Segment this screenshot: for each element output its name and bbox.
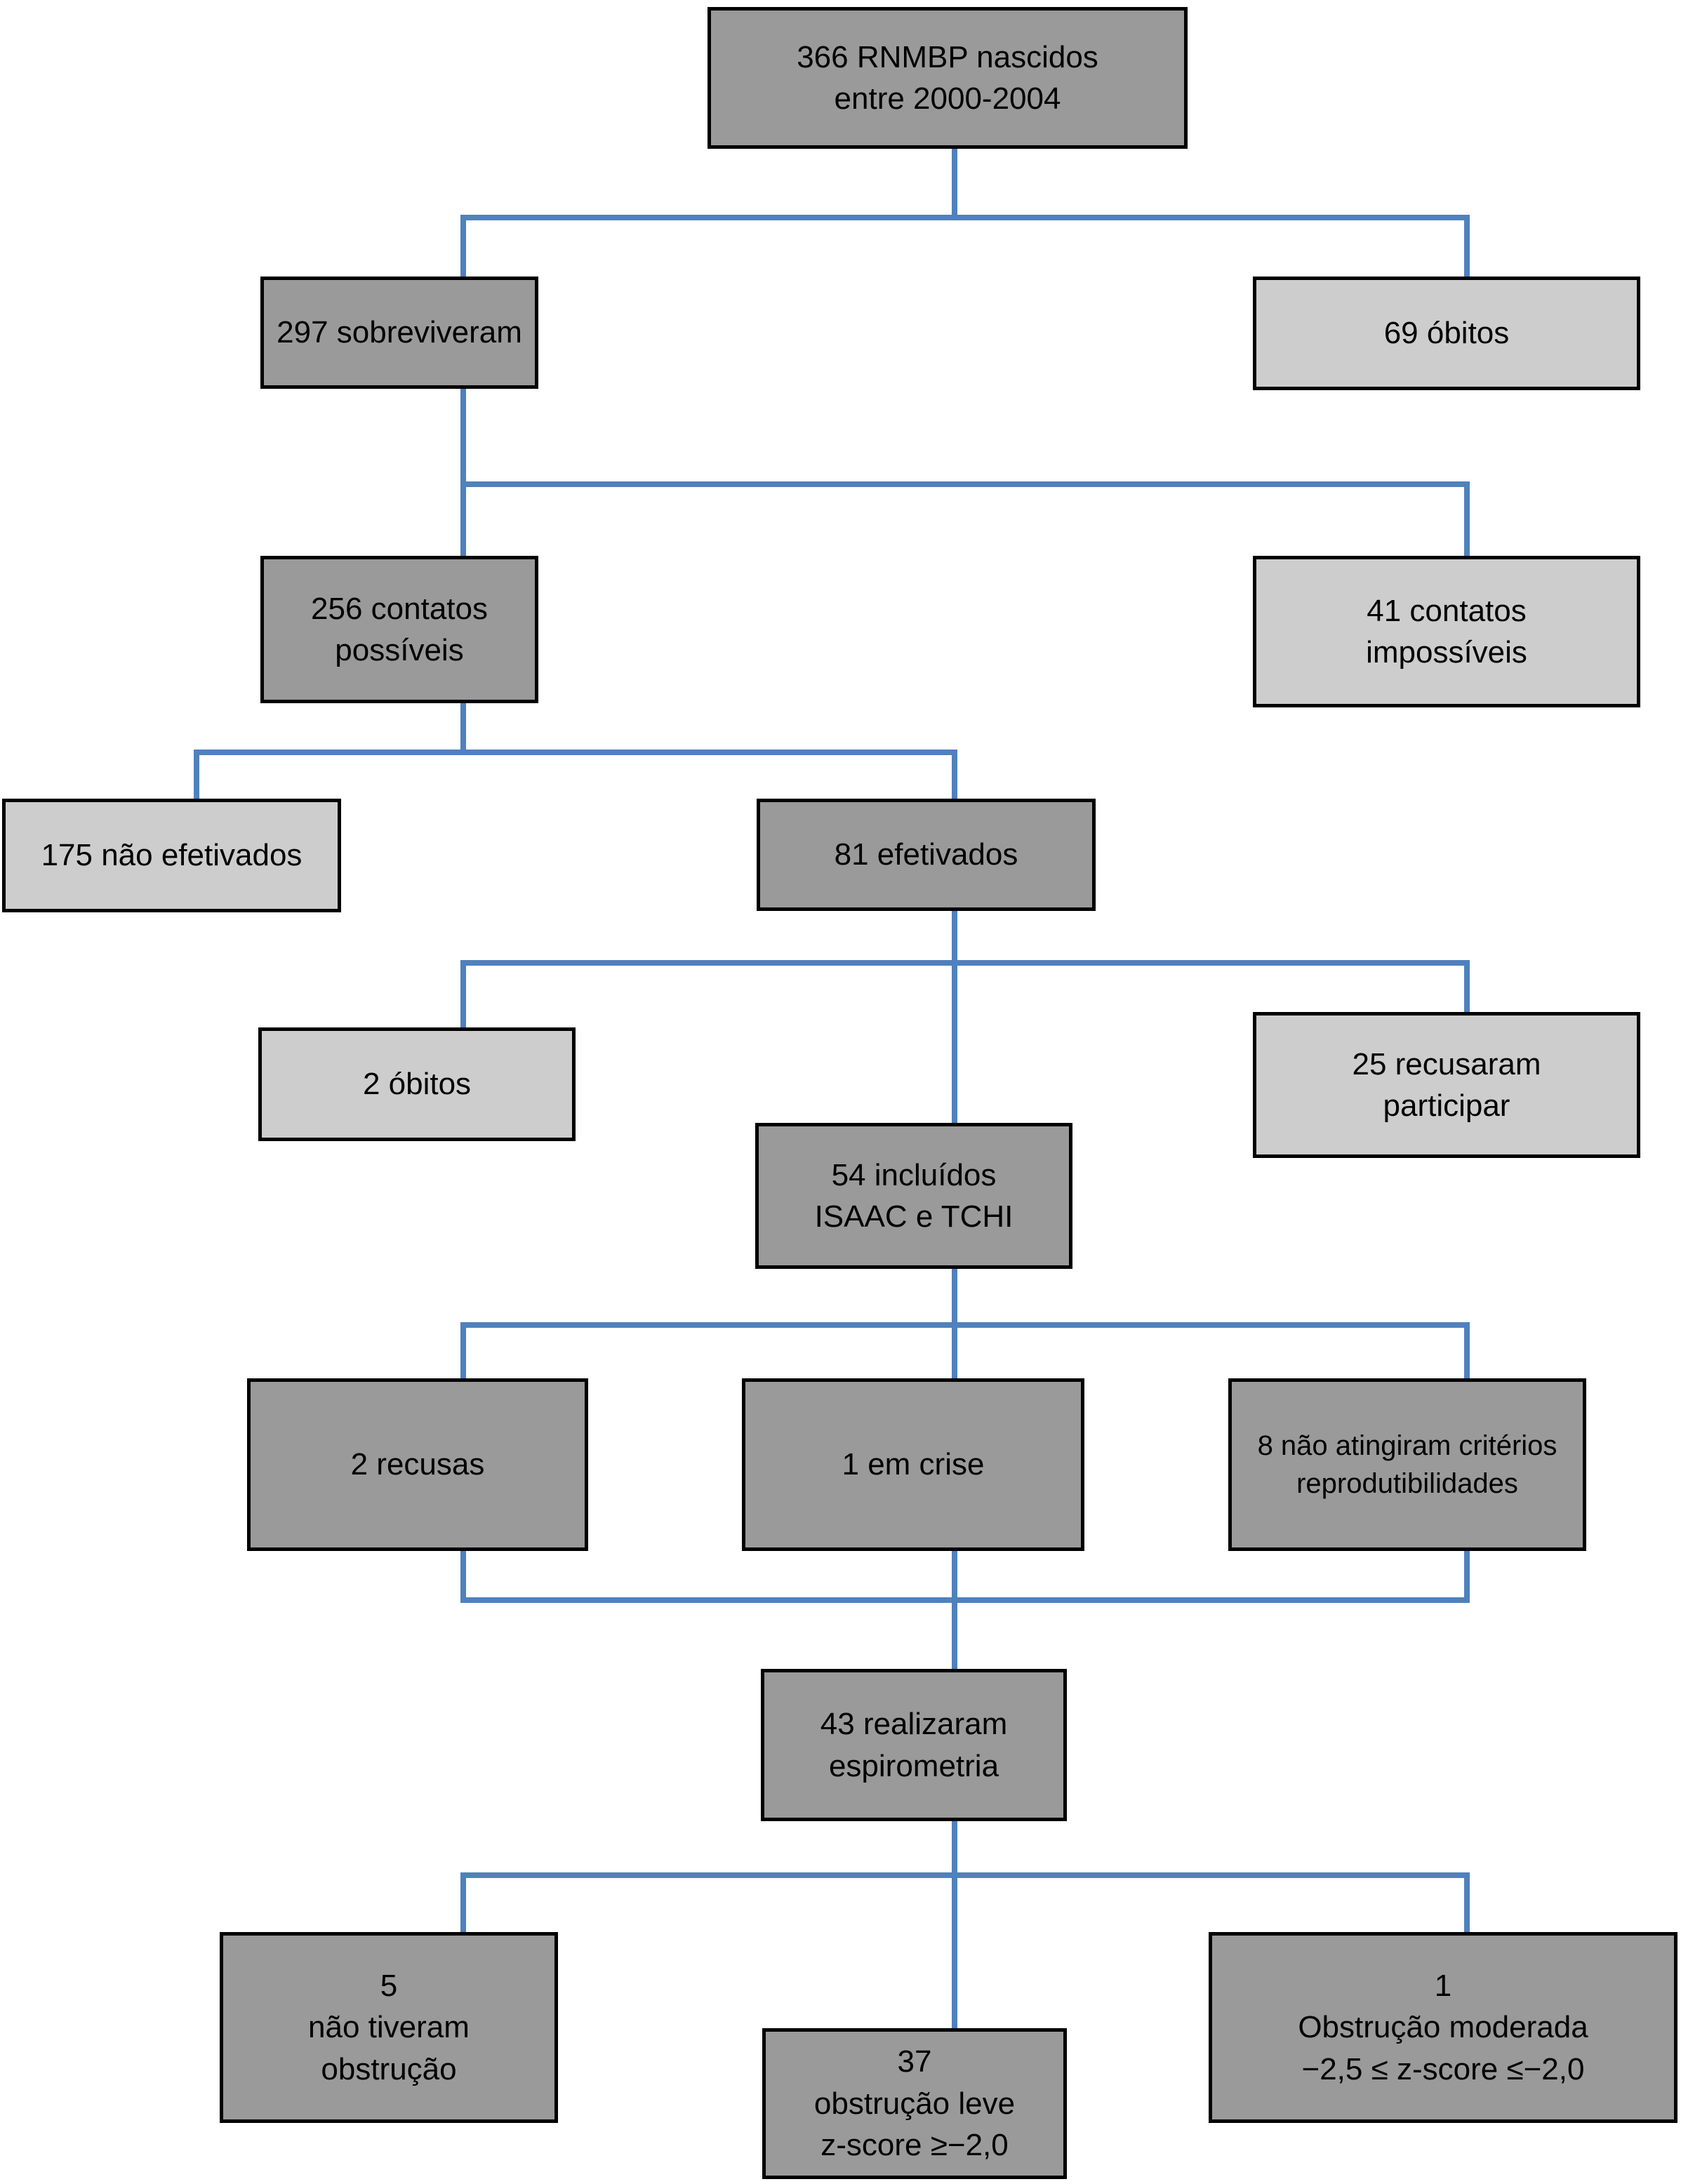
node-sobreviveram: 297 sobreviveram [260,277,538,389]
node-label: 41 contatos impossíveis [1366,593,1527,670]
node-label: 2 óbitos [362,1067,472,1102]
node-nao-atingiram: 8 não atingiram critérios reprodutibilid… [1228,1378,1586,1551]
node-contatos-impossiveis: 41 contatos impossíveis [1253,556,1640,707]
node-incluidos-isaac-tchi: 54 incluídos ISAAC e TCHI [755,1123,1072,1269]
node-label: 2 recusas [350,1447,485,1482]
node-label: 1 em crise [842,1447,985,1482]
node-label: 81 efetivados [834,837,1018,872]
node-label: 297 sobreviveram [277,315,522,350]
node-obstrucao-moderada: 1 Obstrução moderada −2,5 ≤ z-score ≤−2,… [1209,1932,1677,2123]
node-label: 5 não tiveram obstrução [308,1968,470,2086]
node-label: 8 não atingiram critérios reprodutibilid… [1257,1430,1557,1499]
node-label: 37 obstrução leve z-score ≥−2,0 [813,2044,1016,2163]
node-label: 175 não efetivados [41,838,303,873]
node-label: 366 RNMBP nascidos entre 2000-2004 [797,39,1098,116]
node-rnmbp-total: 366 RNMBP nascidos entre 2000-2004 [707,7,1188,149]
node-obitos-2: 2 óbitos [258,1027,576,1141]
node-label: 1 Obstrução moderada −2,5 ≤ z-score ≤−2,… [1298,1968,1588,2086]
node-label: 256 contatos possíveis [311,591,488,667]
node-recusas: 2 recusas [247,1378,588,1551]
node-sem-obstrucao: 5 não tiveram obstrução [220,1932,558,2123]
connector-lines [194,149,1470,2028]
node-em-crise: 1 em crise [742,1378,1084,1551]
node-obitos-69: 69 óbitos [1253,277,1640,390]
node-nao-efetivados: 175 não efetivados [2,799,341,912]
node-label: 54 incluídos ISAAC e TCHI [814,1157,1014,1234]
node-label: 43 realizaram espirometria [820,1707,1008,1783]
node-obstrucao-leve: 37 obstrução leve z-score ≥−2,0 [762,2028,1067,2179]
node-espirometria: 43 realizaram espirometria [761,1669,1067,1821]
node-contatos-possiveis: 256 contatos possíveis [260,556,538,703]
node-label: 69 óbitos [1383,316,1510,351]
node-recusaram-participar: 25 recusaram participar [1253,1012,1640,1158]
node-label: 25 recusaram participar [1352,1046,1541,1123]
node-efetivados: 81 efetivados [757,799,1096,911]
